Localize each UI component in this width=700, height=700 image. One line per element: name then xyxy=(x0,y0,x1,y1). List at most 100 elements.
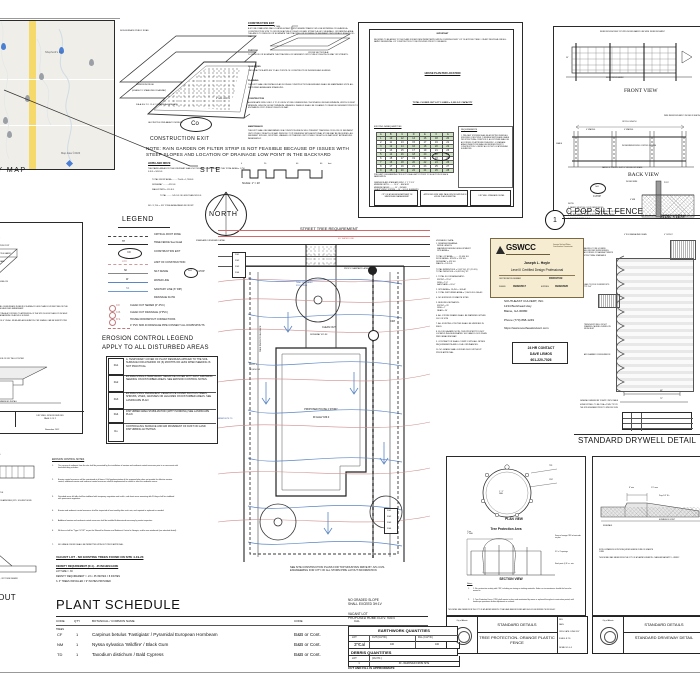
legend-sym-crz xyxy=(108,236,148,237)
ce-label-7: 6" MIN. xyxy=(274,26,281,28)
legend-cb-code: C.B. xyxy=(116,311,121,314)
density-line-2: DENSITY REQUIREMENT (R-4) - .35 INCHES/A… xyxy=(56,565,119,568)
tp-plan-lbl-tree: 1' / 1"DBH xyxy=(499,491,504,496)
drywell-chamber xyxy=(616,258,694,392)
tree-meta-1: DATE: xyxy=(559,624,565,626)
legend-label-crz: CRITICAL ROOT ZONE xyxy=(154,233,181,236)
driveway-detail-title: STANDARD DETAILS xyxy=(644,622,684,627)
plant-row-2-code: TD xyxy=(57,652,63,657)
tp-sec-lbl-r: Fence of orange CRZ or barricade on plan xyxy=(555,535,581,540)
erosion-code-0: Ds1 xyxy=(113,364,119,367)
house-plan-heading2: TOTAL CLOSED OUT LOT 3 LINES = 3,000 S.F… xyxy=(412,102,473,104)
dw-lbl-2: GEOTEXTILE FABRIC xyxy=(0,253,12,255)
ce-label-1: DIVERSION RIDGE xyxy=(136,84,154,86)
legend-sym-co-sewer xyxy=(109,305,116,312)
tree-protection-plan-view-title: PLAN VIEW xyxy=(505,517,523,521)
legend-tpf-tick: TP xyxy=(122,240,126,243)
plant-row-0-name: Carpinus betulus 'Fastigiata' / Pyramida… xyxy=(92,632,218,637)
site-label-tpf: TREE PROTECTION FENCE xyxy=(260,325,262,352)
erosion-note-6: NO GRADE ON/OFF SHALL BE PERMITTED WITHO… xyxy=(58,544,124,546)
house-plan-table-title: EXISTING DATA/QUANTITIES xyxy=(374,126,402,128)
ce-sec-h-2: PLANNING xyxy=(248,80,259,82)
erosion-text-3: DISTURBED AREA STABILIZATION (WITH SODDI… xyxy=(126,410,210,417)
ce-label-0: NON-SURFACE PUBLIC ROAD xyxy=(120,30,149,32)
tp-sec-lbl-r2: 3.5' x 3' spacings xyxy=(555,551,568,553)
quantities-footer: CUT AND FILL IS APPROXIMATE xyxy=(348,666,395,670)
sf-front-dim: 36" xyxy=(566,57,569,59)
dwd-dim-72: 72" xyxy=(660,398,663,400)
dim-1: MINIMUM DEPTH ......... 10'-0" ... ANCHO… xyxy=(374,184,409,187)
tree-meta-4: DETAIL NO. 4-3 xyxy=(559,647,572,649)
legend-wl-tick: W xyxy=(126,278,129,281)
legend-sym-ds xyxy=(109,319,116,326)
plant-schedule-title: PLANT SCHEDULE xyxy=(56,597,181,612)
standard-driveway-ref: STANDARD DRIVEWAY DETAIL xyxy=(196,240,226,242)
drywell-spec-panel: 4" INLET INSPECTION PORT GEOTEXTILE FABR… xyxy=(0,222,84,434)
contact-line-1: 24 HR CONTACT xyxy=(527,346,555,350)
erosion-note-num-0: 1. xyxy=(52,465,54,467)
erosion-note-3: Erosion and sediment control measures sh… xyxy=(58,510,165,512)
gswcc-logo-sub: Georgia Soil and Water Conservation Comm… xyxy=(553,244,573,249)
co-lbl-1: C.I., A.C. OR P.V.C. PIPE NIPPLE xyxy=(0,492,4,494)
gswcc-field1-label: CERTIFICATION NUMBER xyxy=(499,278,521,280)
sf-side-label: WOVEN WIRE xyxy=(626,181,638,183)
legend-label-ds: HOUSE DOWNSPOUT CONNECTIONS xyxy=(130,318,176,321)
footer-label-0: CITY OF ATLANTA DEPARTMENT OF WATERSHED … xyxy=(381,194,413,199)
legend-sym-co xyxy=(118,248,142,259)
drywell-iso-top: 4" INLET INSPECTION PORT GEOTEXTILE FABR… xyxy=(0,237,33,287)
earthwork-hdr-0: LOT xyxy=(352,636,357,639)
footer-label-2: DRY WELL STANDARD DETAIL xyxy=(478,195,505,197)
tree-detail-sub: TREE PROTECTION- ORANGE PLASTIC FENCE xyxy=(479,635,555,645)
firm-phone: Phone (770) 868-1249 xyxy=(504,318,535,322)
construction-exit-notes: CONSTRUCTION EXIT A STONE STABILIZED PAD… xyxy=(248,22,360,162)
impervious-line-1: TOTAL FRONT AREA ......... 75x50 = 1,750… xyxy=(152,179,194,181)
erosion-note-num-5: 6. xyxy=(52,530,54,532)
erosion-legend-code-cell-3 xyxy=(108,409,124,423)
rain-garden-note: NOTE: RAIN GARDEN OR FILTER STRIP IS NOT… xyxy=(146,146,350,158)
dwd-lbl-0: 4" ROOF/AREA YARD DRAIN xyxy=(624,234,647,236)
site-label-ff: FF ELEV 939.0 xyxy=(312,416,330,419)
house-plan-footer-2: APPROVED FIRE TANK PAGE SPECIFICATIONS I… xyxy=(420,190,468,206)
ce-label-5: GEOTEXTILE PER AASHTO M288-96 xyxy=(148,122,183,124)
gswcc-level: Level II Certified Design Professional xyxy=(510,268,564,272)
erosion-text-1: ESTABLISHING A TEMPORARY NEGATIVE COVER … xyxy=(126,375,213,382)
gswcc-logo-mark xyxy=(496,245,505,254)
ce-sec-b-0: TO REDUCE OR ELIMINATE THE TRACKING OF S… xyxy=(248,54,349,56)
tree-meta-0: REV: xyxy=(559,619,564,621)
silt-fence-side-view: WOVEN WIRE 6" MIN POST xyxy=(626,179,695,221)
erosion-note-1: Erosion control measures will be maintai… xyxy=(58,479,173,484)
plant-row-1-code: NM xyxy=(57,642,64,647)
plant-row-1-cond: B&B or Cont. xyxy=(294,642,321,647)
erosion-code-4: Du xyxy=(114,430,118,433)
vicinity-map-image: Dollar Tree Shepherd's Inn McKinnon's Bl… xyxy=(0,21,114,169)
site-plan-drawing: HOPELAND DRIVE xyxy=(218,222,430,562)
site-node-2 xyxy=(368,330,379,341)
density-line-4: DENSITY REQUIREMENT = .23 x .35 INCHES =… xyxy=(56,575,120,578)
debris-row: 1 30 - REMOVED FROM SITE xyxy=(348,661,460,667)
dw-lbl-1: INSPECTION PORT xyxy=(0,245,10,247)
silt-fence-back-view-title: BACK VIEW xyxy=(628,172,659,178)
erosion-note-2: Disturbed areas left idle shall be stabi… xyxy=(58,496,175,501)
map-label-1: Shepherd's Inn xyxy=(45,51,63,54)
ce-notes-title: CONSTRUCTION EXIT xyxy=(248,22,275,25)
north-arrow xyxy=(205,191,247,236)
silt-fence-note-0: 1. FABRIC MUST BE C-POP REINFORCED. xyxy=(568,207,604,209)
plant-header-4: CAL xyxy=(354,619,360,623)
sf-back-label-top-right: WIRE REINFORCEMENT / WOVEN 6' SPACING xyxy=(664,115,700,117)
legend-label-sf: SILT FENCE xyxy=(154,270,169,273)
ds-callout-3: DS3 xyxy=(387,522,392,524)
legend-label-ss: SANITARY LINE (6" DIP) xyxy=(154,288,182,291)
dim-0: DIMENSION AND STANDARD SPEC. 1' 1' 1' 12… xyxy=(374,182,415,184)
legend-sym-tpf xyxy=(108,244,148,245)
firm-citystate: Blaine, GA 30680 xyxy=(504,309,528,313)
ce-sec-h-0: PURPOSE xyxy=(248,50,258,52)
tree-protection-panel: TPF CRZ 1' / 1"DBH PLAN VIEW Tree Protec… xyxy=(446,456,586,616)
dwd-lbl-1: 4" OUTLET xyxy=(664,234,673,236)
ds-callout-4: DS4 xyxy=(387,528,392,530)
density-line-1: VACANT LOT - NO EXISTING TREES FOUND ON … xyxy=(56,555,144,559)
ce-label-3: N.A.A.S.H.T.O. #1 & 2 COARSE AGGREGATE xyxy=(136,104,178,106)
tree-protection-plan-view: TPF CRZ 1' / 1"DBH xyxy=(469,463,559,518)
silt-fence-detail-number: 1 xyxy=(545,210,565,230)
